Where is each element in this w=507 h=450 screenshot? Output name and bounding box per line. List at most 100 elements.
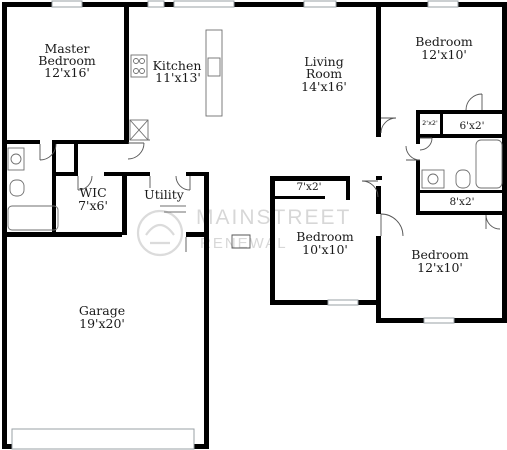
- refrigerator-icon: [129, 119, 149, 141]
- wall-left: [2, 2, 7, 449]
- wall-ne-bed-left: [376, 7, 381, 137]
- door-wic: [77, 175, 93, 191]
- wall-utility-top: [128, 172, 150, 176]
- doors: [39, 93, 501, 252]
- bedroom-se-name: Bedroom: [411, 247, 469, 262]
- utility-stair-icon: [160, 205, 186, 213]
- door-utility-garage: [175, 175, 191, 191]
- range-burner-4: [139, 68, 145, 74]
- wall-wic-right: [122, 172, 127, 235]
- wall-bath-left: [416, 160, 420, 215]
- kitchen-sink-icon: [207, 57, 221, 77]
- door-se-bedroom: [380, 213, 404, 237]
- wall-garage-right: [204, 176, 209, 449]
- wic-dim: 7'x6': [78, 198, 108, 213]
- wic-name: WIC: [79, 185, 106, 200]
- hall-sink-icon: [421, 169, 445, 189]
- door-ne-bedroom: [380, 117, 397, 134]
- wall-bath-bottom: [416, 190, 507, 193]
- wall-closet-2x2-left: [416, 110, 420, 144]
- wall-master-bottom-2: [52, 140, 129, 144]
- master-sink-icon: [7, 147, 25, 171]
- closet-8x2-label: 8'x2': [449, 196, 474, 208]
- wall-wic-top-2: [104, 172, 144, 176]
- range-burner-3: [133, 68, 139, 74]
- master-bedroom-name-2: Bedroom: [38, 53, 96, 68]
- room-labels: Master Bedroom 12'x16' Kitchen 11'x13' L…: [38, 34, 484, 331]
- bedroom-se-dim: 12'x10': [417, 260, 463, 275]
- door-bath: [405, 145, 421, 161]
- kitchen-dim: 11'x13': [155, 70, 201, 85]
- closet-6x2-label: 6'x2': [459, 120, 484, 132]
- wall-garage-bottom-right: [194, 444, 209, 449]
- utility-name: Utility: [144, 187, 185, 202]
- garage-door: [11, 428, 195, 450]
- master-tub-icon: [7, 205, 59, 231]
- wall-garage-top: [2, 232, 122, 237]
- kitchen-name: Kitchen: [153, 58, 202, 73]
- windows: [11, 0, 459, 450]
- hall-tub-icon: [475, 139, 503, 189]
- wall-se-step: [376, 300, 381, 323]
- bedroom-ne-name: Bedroom: [415, 34, 473, 49]
- wall-hall-top: [376, 176, 382, 180]
- wall-right: [502, 2, 507, 322]
- wall-bath-wic: [52, 140, 56, 235]
- bedroom-center-name: Bedroom: [296, 229, 354, 244]
- door-center-bedroom: [361, 180, 379, 198]
- wall-closet-6x2-bottom: [416, 134, 507, 138]
- wall-garage-top-right: [186, 232, 209, 237]
- closet-2x2-label: 2'x2': [422, 119, 438, 127]
- door-front: [231, 234, 251, 249]
- wall-closet-8x2-bottom: [416, 211, 507, 215]
- door-master-bath: [39, 143, 57, 161]
- master-bedroom-name-1: Master: [44, 41, 89, 56]
- wall-se-bed-left-2: [376, 236, 381, 304]
- wall-wic-top: [56, 172, 78, 176]
- master-sink-bowl: [10, 153, 22, 165]
- wall-center-bed-left: [270, 176, 275, 305]
- wall-master-kitchen: [124, 7, 129, 143]
- watermark-line2: RENEWAL: [200, 235, 288, 252]
- window-living-right: [303, 0, 337, 8]
- wall-wic-stub: [74, 140, 78, 176]
- bedroom-center-dim: 10'x10': [302, 242, 348, 257]
- kitchen-island: [205, 29, 223, 117]
- wall-ne-bed-bottom: [416, 110, 507, 114]
- wall-utility-top-2: [186, 172, 209, 176]
- door-kitchen-utility: [127, 142, 145, 160]
- window-se-bedroom: [423, 317, 455, 324]
- hall-sink-bowl: [427, 173, 439, 185]
- closet-7x2-label: 7'x2': [296, 181, 321, 193]
- window-master: [51, 0, 83, 8]
- range-icon: [130, 54, 148, 78]
- living-room-dim: 14'x16': [301, 79, 347, 94]
- window-ne-bedroom: [427, 0, 459, 8]
- master-bedroom-dim: 12'x16': [44, 65, 90, 80]
- door-closet-6x2: [465, 93, 483, 111]
- wall-center-bed-top: [270, 176, 350, 181]
- wall-closet-2x2-right: [440, 110, 443, 138]
- wall-se-bed-left: [376, 186, 381, 214]
- wall-master-bottom: [2, 140, 40, 144]
- window-kitchen: [147, 0, 165, 8]
- wall-center-bed-closet-right: [346, 176, 350, 200]
- refrigerator-cross: [129, 119, 149, 141]
- door-closet-2x2: [419, 137, 433, 151]
- wall-garage-bottom-left: [2, 444, 12, 449]
- watermark-logo-icon: [136, 209, 184, 257]
- garage-dim: 19'x20': [79, 316, 125, 331]
- hall-toilet-icon: [455, 169, 471, 189]
- range-burner-2: [139, 58, 145, 64]
- bedroom-ne-dim: 12'x10': [421, 47, 467, 62]
- wall-center-bed-closet-bottom: [275, 196, 325, 199]
- window-center-bedroom: [327, 299, 359, 306]
- living-room-name-1: Living: [304, 54, 343, 69]
- window-living-left: [173, 0, 235, 8]
- garage-name: Garage: [79, 303, 125, 318]
- fixtures: [7, 29, 503, 231]
- range-burner-1: [133, 58, 139, 64]
- master-toilet-icon: [9, 179, 25, 197]
